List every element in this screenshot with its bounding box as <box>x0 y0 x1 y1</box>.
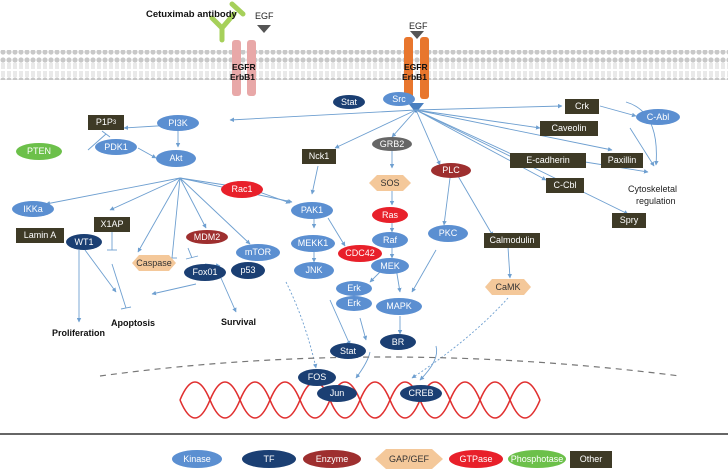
node-raf[interactable]: Raf <box>372 232 408 248</box>
node-cdc42[interactable]: CDC42 <box>338 245 382 262</box>
node-camk-shape <box>485 279 531 295</box>
node-ras[interactable]: Ras <box>372 207 408 223</box>
node-nck1[interactable]: Nck1 <box>302 149 336 164</box>
regulation-label: regulation <box>636 196 676 206</box>
egfr-receptor-active <box>404 37 429 99</box>
legend-kinase: Kinase <box>172 450 222 468</box>
node-plc[interactable]: PLC <box>431 163 471 178</box>
node-caspase[interactable]: Caspase <box>136 257 172 268</box>
egf-right-icon <box>410 31 424 39</box>
node-jun[interactable]: Jun <box>317 385 357 402</box>
node-lamina[interactable]: Lamin A <box>16 228 64 243</box>
cell-membrane <box>0 50 728 80</box>
node-caveolin[interactable]: Caveolin <box>540 121 598 136</box>
node-cabl[interactable]: C-Abl <box>636 109 680 125</box>
node-stat-top[interactable]: Stat <box>333 95 365 109</box>
dna-helix-icon <box>179 381 541 419</box>
node-p53[interactable]: p53 <box>231 262 265 279</box>
outcome-survival: Survival <box>221 317 257 327</box>
node-crk[interactable]: Crk <box>565 99 599 114</box>
pip3-subscript: 3 <box>112 119 117 126</box>
node-x1ap[interactable]: X1AP <box>94 217 130 232</box>
legend-phosphatase: Phosphotase <box>508 450 566 468</box>
egf-left-icon <box>257 25 271 33</box>
outcome-proliferation: Proliferation <box>52 328 106 338</box>
node-caspase-shape <box>132 255 176 271</box>
node-akt[interactable]: Akt <box>156 150 196 167</box>
pip3-label: P1P <box>95 117 113 127</box>
pathway-arrows <box>45 103 655 346</box>
node-mek[interactable]: MEK <box>371 258 409 274</box>
legend-other: Other <box>570 451 612 468</box>
node-mdm2[interactable]: MDM2 <box>186 230 228 244</box>
node-mtor[interactable]: mTOR <box>236 244 280 261</box>
node-fos[interactable]: FOS <box>298 369 336 386</box>
nuclear-membrane <box>99 356 681 377</box>
legend-swatch-gapgef <box>375 449 443 469</box>
egf-left-label: EGF <box>255 11 274 21</box>
node-ikka[interactable]: IKKa <box>12 201 54 217</box>
egf-right-label: EGF <box>409 21 428 31</box>
legend-enzyme: Enzyme <box>303 450 361 468</box>
node-br[interactable]: BR <box>380 334 416 350</box>
node-jnk[interactable]: JNK <box>294 262 334 279</box>
node-ecadherin[interactable]: E-cadherin <box>510 153 586 168</box>
cytoskeletal-label: Cytoskeletal <box>628 184 678 194</box>
receptor-hub-arrow-icon <box>408 103 424 113</box>
node-src[interactable]: Src <box>383 92 415 106</box>
node-pak1[interactable]: PAK1 <box>291 202 333 219</box>
receptor-left-line2: ErbB1 <box>230 72 256 82</box>
legend-gtpase: GTPase <box>449 450 503 468</box>
node-stat-bottom[interactable]: Stat <box>330 343 366 359</box>
antibody-label: Cetuximab antibody <box>146 9 237 20</box>
node-erk2[interactable]: Erk <box>336 296 372 311</box>
legend-gapgef: GAP/GEF <box>388 453 429 464</box>
node-creb[interactable]: CREB <box>400 385 442 402</box>
node-camk[interactable]: CaMK <box>495 281 521 292</box>
receptor-right-line2: ErbB1 <box>402 72 428 82</box>
node-spry[interactable]: Spry <box>612 213 646 228</box>
node-grb2[interactable]: GRB2 <box>372 137 412 151</box>
receptor-right-line1: EGFR <box>404 62 428 72</box>
node-fox01[interactable]: Fox01 <box>184 264 226 281</box>
node-pkc[interactable]: PKC <box>428 225 468 242</box>
node-sos[interactable]: SOS <box>380 177 400 188</box>
node-rac1[interactable]: Rac1 <box>221 181 263 198</box>
node-wt1[interactable]: WT1 <box>66 234 102 250</box>
cetuximab-antibody-icon <box>209 1 246 43</box>
node-pten[interactable]: PTEN <box>16 143 62 160</box>
node-pi3k[interactable]: PI3K <box>157 115 199 131</box>
node-mapk[interactable]: MAPK <box>376 298 422 315</box>
receptor-left-line1: EGFR <box>232 62 256 72</box>
node-sos-shape <box>369 175 411 191</box>
node-erk1[interactable]: Erk <box>336 281 372 296</box>
node-pdk1[interactable]: PDK1 <box>95 139 137 155</box>
outcome-apoptosis: Apoptosis <box>111 318 155 328</box>
node-mekk1[interactable]: MEKK1 <box>291 235 335 252</box>
node-calmodulin[interactable]: Calmodulin <box>484 233 540 248</box>
node-paxillin[interactable]: Paxillin <box>601 153 643 168</box>
egfr-receptor-inactive <box>232 40 256 96</box>
legend-tf: TF <box>242 450 296 468</box>
node-ccbl[interactable]: C-Cbl <box>546 178 584 193</box>
